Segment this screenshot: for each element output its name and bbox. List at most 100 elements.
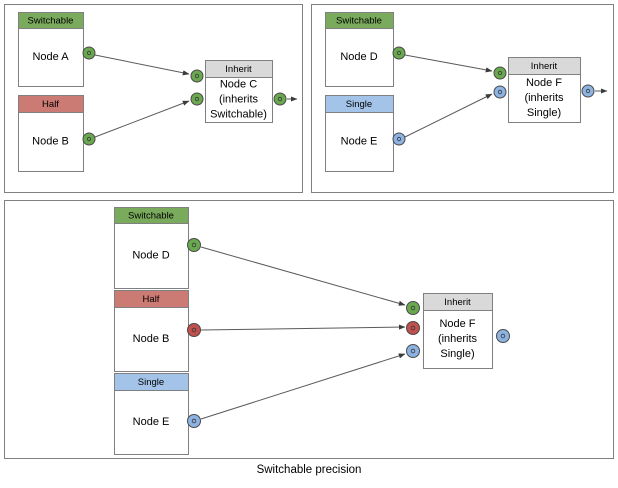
- node-header: [508, 57, 581, 75]
- node-body-label: (inherits: [219, 93, 259, 105]
- edge-node-e-to-node-f[interactable]: [200, 353, 406, 420]
- node-header: [114, 373, 189, 391]
- port-node-b-out[interactable]: [82, 132, 96, 146]
- port-dot-icon[interactable]: [187, 323, 201, 337]
- node-header: [114, 207, 189, 224]
- port-node-c-in-top[interactable]: [190, 69, 204, 83]
- node-header-label: Single: [138, 377, 164, 388]
- port-dot-icon[interactable]: [493, 66, 507, 80]
- port-inner-ring-icon: [410, 305, 416, 311]
- port-inner-ring-icon: [396, 50, 402, 56]
- port-inner-ring-icon: [500, 333, 506, 339]
- node-body-label: Node E: [133, 416, 170, 428]
- port-inner-ring-icon: [410, 325, 416, 331]
- port-dot-icon[interactable]: [190, 92, 204, 106]
- port-node-d-out[interactable]: [392, 46, 406, 60]
- edge-node-b-to-node-f[interactable]: [200, 324, 406, 331]
- node-header-label: Half: [143, 294, 160, 305]
- port-node-a-out[interactable]: [82, 46, 96, 60]
- node-header-label: Half: [42, 99, 59, 110]
- node-header: [325, 12, 394, 29]
- port-inner-ring-icon: [194, 96, 200, 102]
- port-dot-icon[interactable]: [190, 69, 204, 83]
- node-body-label: (inherits: [438, 333, 478, 345]
- edge-node-a-to-node-c[interactable]: [94, 54, 190, 76]
- node-header-label: Inherit: [225, 64, 252, 75]
- port-dot-icon[interactable]: [406, 344, 420, 358]
- port-node-e-out[interactable]: [392, 132, 406, 146]
- port-node-e-out[interactable]: [187, 414, 201, 428]
- port-inner-ring-icon: [86, 136, 92, 142]
- port-inner-ring-icon: [194, 73, 200, 79]
- port-dot-icon[interactable]: [581, 84, 595, 98]
- edge-node-d-to-node-f[interactable]: [404, 54, 493, 73]
- port-dot-icon[interactable]: [392, 46, 406, 60]
- port-dot-icon[interactable]: [187, 414, 201, 428]
- port-inner-ring-icon: [191, 327, 197, 333]
- port-dot-icon[interactable]: [273, 92, 287, 106]
- node-header: [114, 290, 189, 308]
- node-body-label: Node A: [32, 51, 69, 63]
- node-body-label: Node C: [220, 78, 257, 90]
- port-dot-icon[interactable]: [82, 46, 96, 60]
- node-body-label: (inherits: [524, 92, 564, 104]
- port-node-c-out[interactable]: [273, 92, 287, 106]
- port-node-f-out[interactable]: [496, 329, 510, 343]
- port-dot-icon[interactable]: [406, 301, 420, 315]
- node-body-label: Single): [527, 107, 561, 119]
- port-node-f-out[interactable]: [581, 84, 595, 98]
- port-inner-ring-icon: [585, 88, 591, 94]
- node-body-label: Node D: [340, 51, 377, 63]
- port-inner-ring-icon: [86, 50, 92, 56]
- node-body-label: Single): [440, 348, 474, 360]
- port-node-f-in-bottom[interactable]: [493, 85, 507, 99]
- node-body-label: Switchable): [210, 108, 267, 120]
- port-dot-icon[interactable]: [493, 85, 507, 99]
- port-node-f-in-red[interactable]: [406, 321, 420, 335]
- port-node-f-in-green[interactable]: [406, 301, 420, 315]
- port-inner-ring-icon: [191, 242, 197, 248]
- port-dot-icon[interactable]: [392, 132, 406, 146]
- node-header: [18, 12, 84, 29]
- port-node-c-in-bottom[interactable]: [190, 92, 204, 106]
- port-dot-icon[interactable]: [82, 132, 96, 146]
- panel-frame: [4, 200, 614, 459]
- port-node-d-out[interactable]: [187, 238, 201, 252]
- port-dot-icon[interactable]: [187, 238, 201, 252]
- port-inner-ring-icon: [497, 70, 503, 76]
- edge-node-b-to-node-c[interactable]: [94, 100, 190, 138]
- node-body-label: Node F: [526, 77, 562, 89]
- node-header-label: Single: [346, 99, 372, 110]
- node-header: [423, 293, 493, 311]
- node-header: [18, 95, 84, 113]
- port-dot-icon[interactable]: [496, 329, 510, 343]
- port-node-f-in-top[interactable]: [493, 66, 507, 80]
- node-header: [325, 95, 394, 113]
- node-header-label: Inherit: [531, 61, 558, 72]
- node-header-label: Switchable: [28, 16, 74, 27]
- edge-node-d-to-node-f[interactable]: [200, 246, 406, 306]
- port-node-b-out[interactable]: [187, 323, 201, 337]
- edge-node-e-to-node-f[interactable]: [404, 93, 493, 138]
- node-body-label: Node E: [341, 135, 378, 147]
- port-dot-icon[interactable]: [406, 321, 420, 335]
- port-node-f-in-blue[interactable]: [406, 344, 420, 358]
- port-inner-ring-icon: [277, 96, 283, 102]
- port-inner-ring-icon: [497, 89, 503, 95]
